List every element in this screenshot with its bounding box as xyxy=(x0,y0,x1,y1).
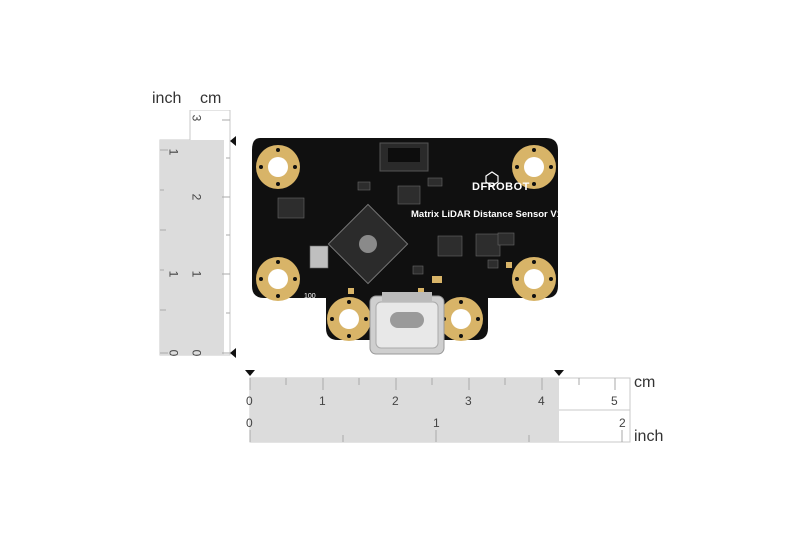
vertical-bottom-marker xyxy=(230,348,236,358)
vertical-cm-label-2: 2 xyxy=(189,193,204,201)
horizontal-cm-label-4: 4 xyxy=(538,394,545,408)
brand-text: DFROBOT xyxy=(472,181,530,193)
horizontal-cm-label-5: 5 xyxy=(611,394,618,408)
vertical-cm-label-3: 3 xyxy=(189,114,204,122)
horizontal-inch-label-1: 1 xyxy=(433,416,440,430)
vertical-cm-label-1: 1 xyxy=(189,270,204,278)
vertical-cm-unit: cm xyxy=(200,90,222,107)
horizontal-cm-label-0: 0 xyxy=(246,394,253,408)
vertical-cm-ticks xyxy=(222,119,230,354)
horizontal-cm-ticks xyxy=(249,378,616,390)
horizontal-right-marker xyxy=(554,370,564,376)
pcb-board: DFROBOT Matrix LiDAR Distance Sensor V1.… xyxy=(252,138,563,341)
usb-c-connector xyxy=(369,292,445,355)
horizontal-cm-label-3: 3 xyxy=(465,394,472,408)
vertical-cm-label-0: 0 xyxy=(189,349,204,357)
horizontal-inch-unit: inch xyxy=(634,428,664,445)
mounting-pads xyxy=(256,145,556,341)
horizontal-inch-label-0: 0 xyxy=(246,416,253,430)
vertical-ruler xyxy=(159,110,236,358)
horizontal-inch-ticks xyxy=(249,430,623,442)
vertical-inch-unit: inch xyxy=(152,90,182,107)
horizontal-cm-label-2: 2 xyxy=(392,394,399,408)
horizontal-cm-unit: cm xyxy=(634,374,656,391)
horizontal-measure-fill xyxy=(250,378,559,442)
vertical-inch-label-top: 1 xyxy=(166,148,181,156)
horizontal-inch-label-2: 2 xyxy=(619,416,626,430)
vertical-inch-ticks xyxy=(160,149,168,354)
horizontal-left-marker xyxy=(245,370,255,376)
small-components xyxy=(277,177,515,275)
vertical-top-marker xyxy=(230,136,236,146)
pcb-substrate xyxy=(252,138,558,340)
horizontal-cm-label-1: 1 xyxy=(319,394,326,408)
brand-logo-icon xyxy=(485,171,499,187)
silkscreen-number: 100 xyxy=(304,293,316,300)
product-label: Matrix LiDAR Distance Sensor V1.0 xyxy=(411,209,563,220)
horizontal-ruler xyxy=(245,370,631,443)
vertical-measure-fill xyxy=(160,140,224,355)
vertical-inch-label-1: 1 xyxy=(166,270,181,278)
vertical-inch-label-0: 0 xyxy=(166,349,181,357)
main-chip xyxy=(327,203,409,285)
